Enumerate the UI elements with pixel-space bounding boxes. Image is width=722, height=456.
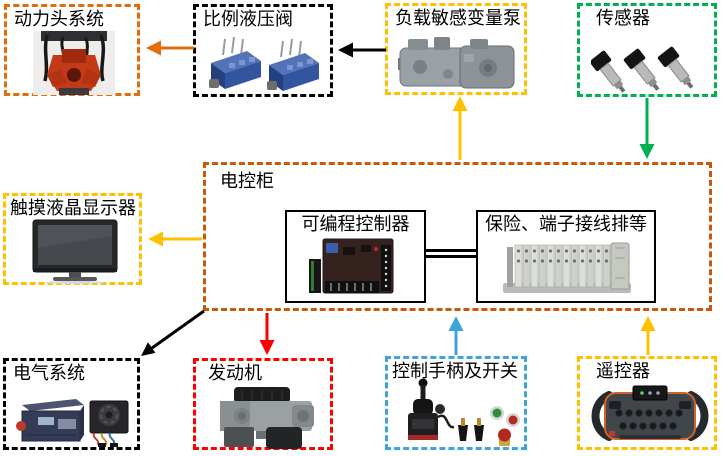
power-head-label: 动力头系统: [14, 9, 104, 29]
plc-image: [309, 238, 394, 294]
arrow-cabinet-to-pump: [452, 96, 468, 160]
remote-image: [591, 385, 709, 441]
power-head-image: [33, 31, 115, 95]
terminal-image: [503, 242, 631, 293]
electrical-box: 电气系统: [3, 358, 140, 450]
arrow-cabinet-to-electrical: [141, 309, 205, 356]
display-label: 触摸液晶显示器: [10, 198, 136, 218]
joystick-box: 控制手柄及开关: [385, 356, 527, 450]
plc-box: 可编程控制器: [285, 210, 426, 303]
pump-image: [398, 37, 515, 89]
plc-terminal-link: [425, 249, 477, 252]
terminal-box: 保险、端子接线排等: [476, 210, 656, 303]
arrow-cabinet-to-display: [148, 231, 202, 247]
arrow-joystick-to-cabinet: [448, 316, 464, 355]
pump-box: 负载敏感变量泵: [385, 3, 527, 95]
joystick-label: 控制手柄及开关: [392, 361, 518, 381]
cabinet-label: 电控柜: [220, 171, 274, 191]
plc-label: 可编程控制器: [301, 214, 410, 234]
remote-box: 遥控器: [577, 356, 717, 450]
electrical-label: 电气系统: [13, 363, 85, 383]
valve-image: [209, 37, 319, 91]
sensor-image: [591, 46, 694, 93]
valve-box: 比例液压阀: [193, 4, 333, 97]
power-head-box: 动力头系统: [4, 4, 140, 96]
display-box: 触摸液晶显示器: [3, 193, 142, 285]
engine-label: 发动机: [208, 363, 262, 383]
sensor-box: 传感器: [577, 3, 717, 97]
engine-box: 发动机: [193, 358, 333, 450]
engine-image: [220, 387, 314, 449]
arrow-sensor-to-cabinet: [639, 98, 655, 159]
arrow-cabinet-to-engine: [259, 313, 275, 355]
plc-terminal-link: [425, 255, 477, 258]
display-image: [32, 219, 118, 284]
electrical-image: [16, 399, 129, 447]
cabinet-box: 电控柜 可编程控制器: [203, 162, 712, 311]
pump-label: 负载敏感变量泵: [395, 8, 521, 28]
arrow-pump-to-valve: [338, 42, 386, 58]
arrow-valve-to-powerhead: [146, 40, 194, 56]
remote-label: 遥控器: [596, 361, 650, 381]
terminal-label: 保险、端子接线排等: [485, 214, 647, 234]
valve-label: 比例液压阀: [203, 9, 293, 29]
sensor-label: 传感器: [596, 8, 650, 28]
arrow-remote-to-cabinet: [640, 316, 656, 355]
joystick-image: [408, 378, 520, 446]
